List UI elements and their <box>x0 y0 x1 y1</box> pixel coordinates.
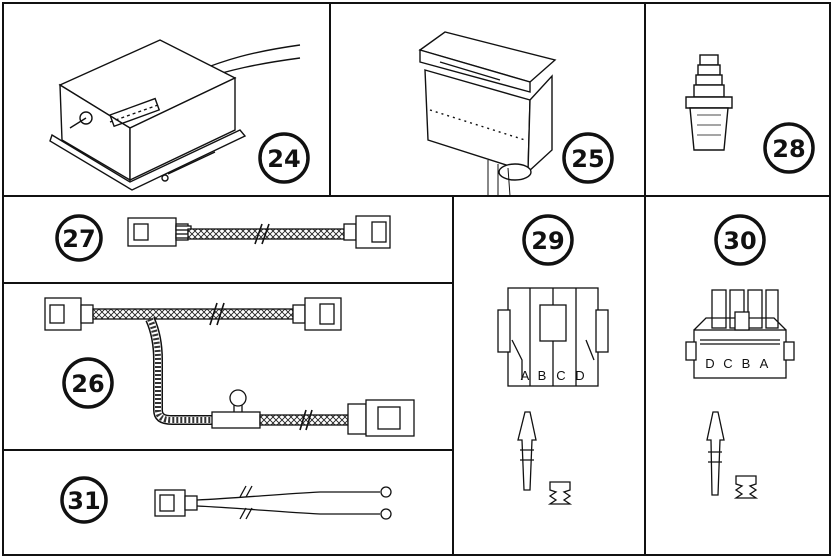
part-30-terminal-and-seal <box>706 411 759 499</box>
part-30-connector <box>685 289 795 379</box>
part-30-pin-a: A <box>760 356 769 371</box>
part-30-number: 30 <box>723 227 756 255</box>
part-31-power-leads <box>154 485 392 520</box>
part-29-number: 29 <box>531 227 564 255</box>
part-27-label: 27 <box>55 214 103 262</box>
part-24-control-box <box>49 39 301 191</box>
part-26-number: 26 <box>71 370 104 398</box>
part-29-pin-b: B <box>538 368 547 383</box>
part-31-label: 31 <box>60 476 108 524</box>
part-28-barbed-fitting <box>685 54 733 151</box>
part-30-pin-c: C <box>723 356 732 371</box>
part-29-pin-c: C <box>556 368 565 383</box>
part-25-number: 25 <box>571 145 604 173</box>
part-31-number: 31 <box>67 487 100 515</box>
part-28-number: 28 <box>772 135 805 163</box>
part-30-pin-d: D <box>705 356 714 371</box>
part-30-label: 30 <box>714 214 766 266</box>
part-27-harness <box>127 215 391 249</box>
part-29-pin-a: A <box>521 368 530 383</box>
part-29-label: 29 <box>522 214 574 266</box>
part-24-label: 24 <box>258 132 310 184</box>
part-27-number: 27 <box>62 225 95 253</box>
part-29-pin-d: D <box>575 368 584 383</box>
part-26-label: 26 <box>62 357 114 409</box>
part-28-label: 28 <box>763 122 815 174</box>
part-26-y-harness <box>44 297 415 437</box>
part-30-pin-b: B <box>742 356 751 371</box>
part-29-terminal-and-seal <box>517 411 573 505</box>
part-29-connector <box>497 287 609 387</box>
part-25-label: 25 <box>562 132 614 184</box>
part-25-sensor <box>418 31 557 197</box>
part-24-number: 24 <box>267 145 300 173</box>
